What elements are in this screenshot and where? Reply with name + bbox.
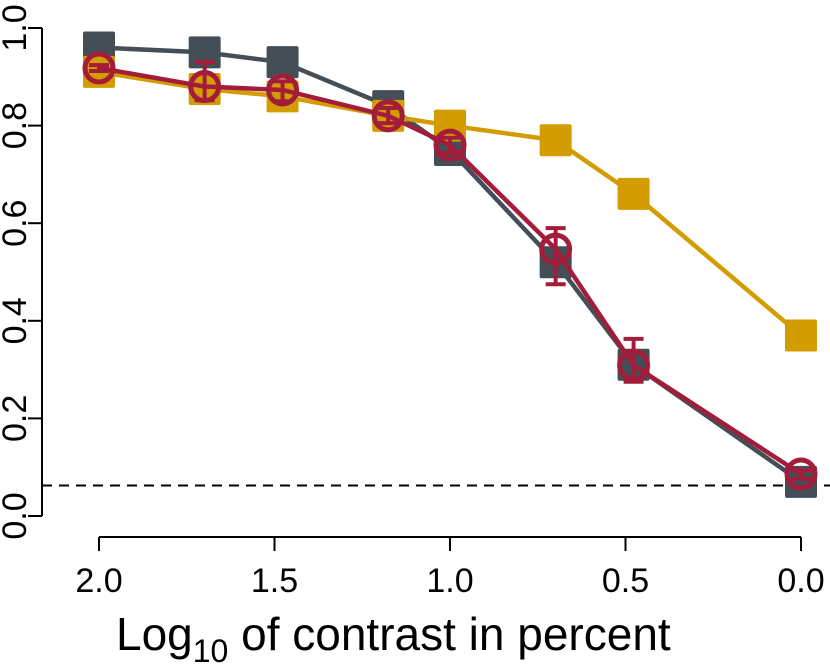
series-2: [82, 51, 818, 491]
y-tick-label: 1.0: [0, 4, 34, 51]
x-tick-label: 1.0: [426, 562, 473, 600]
axes: 0.0 0.2 0.4 0.6 0.8 1.0 2.0 1.5 1.0 0.5 0.0: [0, 4, 825, 600]
y-tick-label: 0.2: [0, 395, 34, 442]
x-tick-label: 0.5: [602, 562, 649, 600]
x-tick-label: 2.0: [75, 562, 122, 600]
data-point-circle: [266, 73, 300, 107]
data-point-square: [539, 124, 572, 157]
data-point-square: [617, 177, 650, 210]
data-point-circle: [539, 232, 573, 266]
data-point-circle: [784, 457, 818, 491]
series-1: [83, 55, 817, 352]
x-axis-label: Log10 of contrast in percent: [116, 608, 671, 664]
y-tick-label: 0.0: [0, 492, 34, 539]
data-point-circle: [433, 128, 467, 162]
y-tick-label: 0.8: [0, 102, 34, 149]
data-point-circle: [371, 99, 405, 133]
data-point-circle: [617, 348, 651, 382]
x-tick-label: 0.0: [777, 562, 824, 600]
data-point-circle: [188, 70, 222, 104]
series-group: [82, 31, 818, 498]
y-tick-label: 0.6: [0, 200, 34, 247]
x-tick-label: 1.5: [251, 562, 298, 600]
data-point-circle: [82, 51, 116, 85]
data-point-square: [785, 319, 817, 352]
y-tick-label: 0.4: [0, 297, 34, 344]
data-point-square: [785, 465, 817, 498]
data-point-square: [266, 46, 299, 79]
